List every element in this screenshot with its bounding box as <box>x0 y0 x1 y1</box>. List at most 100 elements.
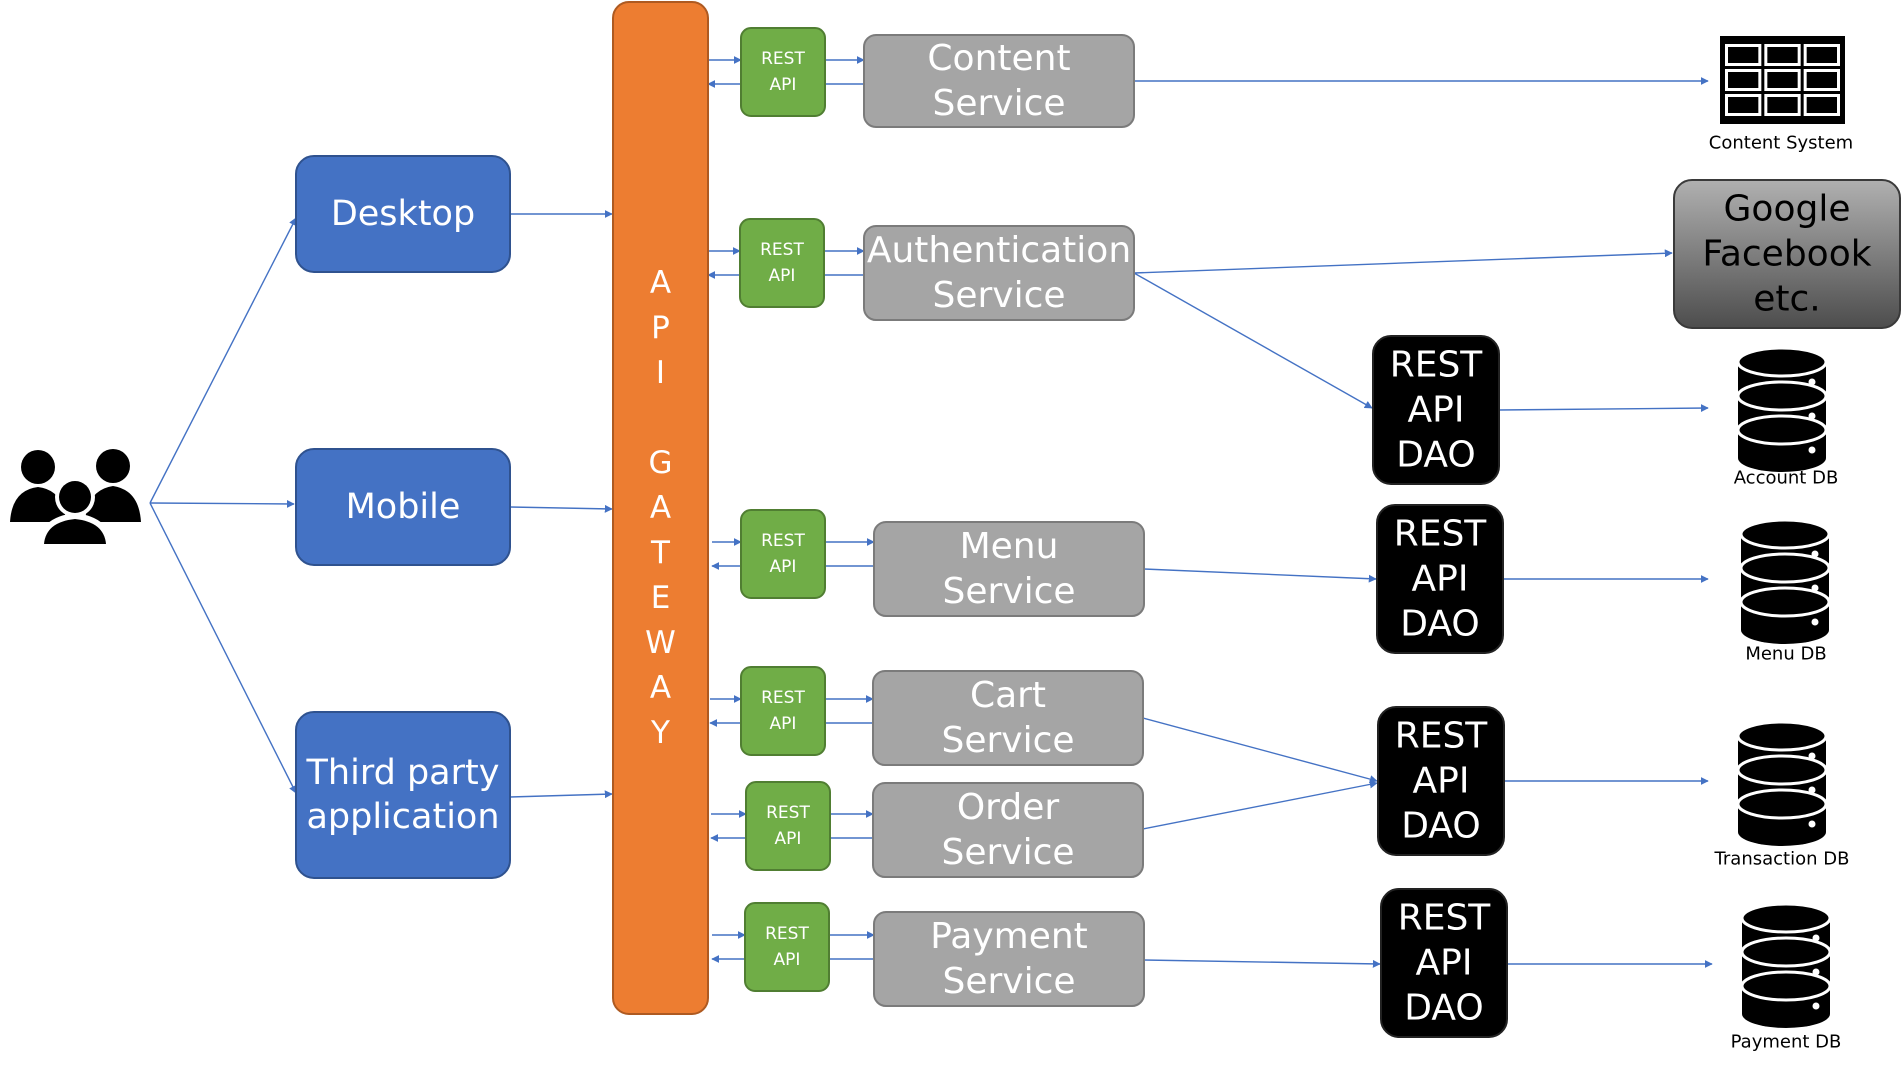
dao-label: API <box>1416 943 1473 984</box>
dao-label: DAO <box>1400 604 1479 645</box>
rest-api-content: REST API <box>740 27 826 117</box>
rest-api-label: API <box>770 714 797 734</box>
gateway-letter: W <box>645 625 676 661</box>
service-label: Service <box>941 832 1074 873</box>
rest-api-label: REST <box>760 240 804 260</box>
rest-api-authentication: REST API <box>739 218 825 308</box>
connector-users-third-party <box>149 502 297 794</box>
external-auth-label: etc. <box>1753 279 1821 320</box>
service-label: Service <box>941 720 1074 761</box>
rest-api-label: REST <box>765 924 809 944</box>
dao-label: DAO <box>1404 988 1483 1029</box>
rest-api-order: REST API <box>745 781 831 871</box>
dao-label: REST <box>1394 514 1488 555</box>
rest-api-label: API <box>775 829 802 849</box>
database-payment-icon <box>1740 902 1832 1028</box>
rest-api-label: API <box>769 266 796 286</box>
service-label: Service <box>932 275 1065 316</box>
service-label: Content <box>927 38 1070 79</box>
connector-cart-dao <box>1142 717 1378 783</box>
gateway-letter: A <box>650 670 671 706</box>
rest-api-label: API <box>770 75 797 95</box>
rest-api-label: REST <box>766 803 810 823</box>
connector-payment-dao <box>1143 959 1381 968</box>
external-auth-label: Google <box>1724 189 1851 230</box>
database-menu-icon <box>1739 518 1831 644</box>
dao-label: API <box>1408 390 1465 431</box>
connector-order-dao <box>1142 780 1378 830</box>
rest-api-label: REST <box>761 688 805 708</box>
database-account-icon <box>1736 346 1828 472</box>
gateway-letter: G <box>648 445 672 481</box>
gateway-letter: Y <box>650 715 670 751</box>
service-label: Service <box>932 83 1065 124</box>
client-label: application <box>306 797 499 837</box>
connector-users-desktop <box>149 217 297 504</box>
service-label: Authentication <box>867 230 1131 271</box>
dao-label: API <box>1412 559 1469 600</box>
rest-api-label: API <box>770 557 797 577</box>
database-label: Account DB <box>1734 468 1839 489</box>
database-label: Payment DB <box>1731 1032 1842 1053</box>
dao-label: API <box>1413 761 1470 802</box>
table-grid-icon <box>1720 36 1845 124</box>
connector-users-mobile <box>149 499 295 508</box>
connector-auth-dao <box>1133 272 1373 409</box>
client-label: Desktop <box>331 194 475 234</box>
gateway-letter: E <box>651 580 671 616</box>
external-auth-label: Facebook <box>1702 234 1871 275</box>
client-desktop: Desktop <box>295 155 511 273</box>
connector-menu-dao <box>1143 568 1377 583</box>
service-label: Menu <box>960 526 1059 567</box>
dao-label: REST <box>1390 345 1484 386</box>
rest-api-label: REST <box>761 531 805 551</box>
client-label: Third party <box>306 753 500 793</box>
users-group-icon <box>10 449 141 550</box>
gateway-letter: P <box>651 310 670 346</box>
gateway-letter: A <box>650 490 671 526</box>
database-label: Menu DB <box>1745 644 1826 665</box>
service-label: Order <box>957 787 1060 828</box>
service-label: Service <box>942 571 1075 612</box>
dao-label: REST <box>1398 898 1492 939</box>
database-transaction-icon <box>1736 720 1828 846</box>
gateway-letter: T <box>650 535 671 571</box>
connector-thirdparty-gateway <box>509 790 613 799</box>
connector-dao-account-db <box>1498 404 1709 413</box>
rest-api-menu: REST API <box>740 509 826 599</box>
service-label: Service <box>942 961 1075 1002</box>
database-label: Transaction DB <box>1714 849 1850 870</box>
content-system-label: Content System <box>1709 133 1853 154</box>
rest-api-label: REST <box>761 49 805 69</box>
connector-auth-external <box>1133 249 1673 274</box>
connectors <box>149 56 1713 968</box>
service-label: Payment <box>930 916 1088 957</box>
connector-mobile-gateway <box>509 504 613 513</box>
client-mobile: Mobile <box>295 448 511 566</box>
rest-api-label: API <box>774 950 801 970</box>
service-label: Cart <box>970 675 1046 716</box>
gateway-letter: I <box>656 355 665 391</box>
gateway-letter: A <box>650 265 671 301</box>
rest-api-payment: REST API <box>744 902 830 992</box>
client-label: Mobile <box>346 487 461 527</box>
dao-label: DAO <box>1396 435 1475 476</box>
dao-label: DAO <box>1401 806 1480 847</box>
dao-label: REST <box>1395 716 1489 757</box>
rest-api-cart: REST API <box>740 666 826 756</box>
